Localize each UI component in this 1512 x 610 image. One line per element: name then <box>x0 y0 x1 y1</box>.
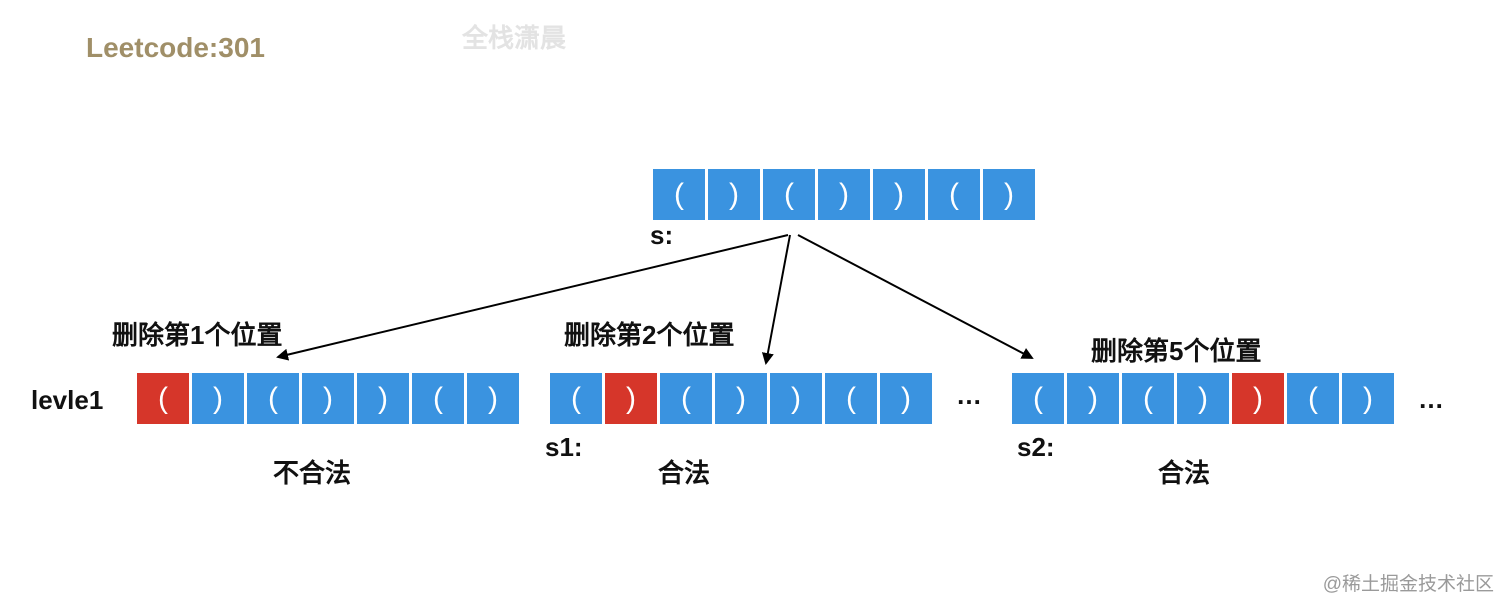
arrow-to-branch-2 <box>761 234 791 365</box>
diagram-title: Leetcode:301 <box>86 32 265 63</box>
ellipsis-1: … <box>956 380 982 410</box>
branch-1-cell: ) <box>302 373 354 424</box>
branch-3-cell: ) <box>1342 373 1394 424</box>
root-cell: ( <box>928 169 980 220</box>
ellipsis-2: … <box>1418 384 1444 414</box>
root-cell: ) <box>818 169 870 220</box>
branch-3-cell-removed: ) <box>1232 373 1284 424</box>
branch-1-cell: ( <box>412 373 464 424</box>
arrow-to-branch-3 <box>797 234 1034 359</box>
branch-1-cell: ( <box>247 373 299 424</box>
root-string-cells: ()())() <box>653 169 1035 220</box>
branch-3-cells: ()())() <box>1012 373 1394 424</box>
branch-3-cell: ( <box>1122 373 1174 424</box>
branch-3-name: s2: <box>1017 432 1055 462</box>
branch-3-result: 合法 <box>1158 458 1211 488</box>
root-cell: ( <box>653 169 705 220</box>
branch-2-result: 合法 <box>658 458 711 488</box>
root-cell: ) <box>983 169 1035 220</box>
branch-1-cell: ) <box>357 373 409 424</box>
root-string-label: s: <box>650 220 674 250</box>
level-label: levle1 <box>31 385 104 415</box>
branch-2-cell: ) <box>770 373 822 424</box>
delete-label-1: 删除第1个位置 <box>112 320 283 350</box>
delete-label-3: 删除第5个位置 <box>1091 336 1262 366</box>
branch-3-cell: ) <box>1067 373 1119 424</box>
branch-2-cell: ) <box>715 373 767 424</box>
footer-credit: @稀土掘金技术社区 <box>1322 574 1494 595</box>
branch-3-cell: ( <box>1012 373 1064 424</box>
branch-2-cell: ) <box>880 373 932 424</box>
branch-1-cells: ()())() <box>137 373 519 424</box>
branch-1-cell: ) <box>467 373 519 424</box>
branch-2-cell: ( <box>550 373 602 424</box>
root-cell: ( <box>763 169 815 220</box>
branch-1-result: 不合法 <box>273 458 352 488</box>
branch-2-cell: ( <box>825 373 877 424</box>
branch-2-cell-removed: ) <box>605 373 657 424</box>
root-cell: ) <box>873 169 925 220</box>
branch-2-cells: ()())() <box>550 373 932 424</box>
branch-2-name: s1: <box>545 432 583 462</box>
branch-3-cell: ( <box>1287 373 1339 424</box>
root-cell: ) <box>708 169 760 220</box>
branch-1-cell: ) <box>192 373 244 424</box>
branch-3-cell: ) <box>1177 373 1229 424</box>
branch-1-cell-removed: ( <box>137 373 189 424</box>
watermark: 全栈潇晨 <box>462 23 567 53</box>
delete-label-2: 删除第2个位置 <box>564 320 735 350</box>
branch-2-cell: ( <box>660 373 712 424</box>
